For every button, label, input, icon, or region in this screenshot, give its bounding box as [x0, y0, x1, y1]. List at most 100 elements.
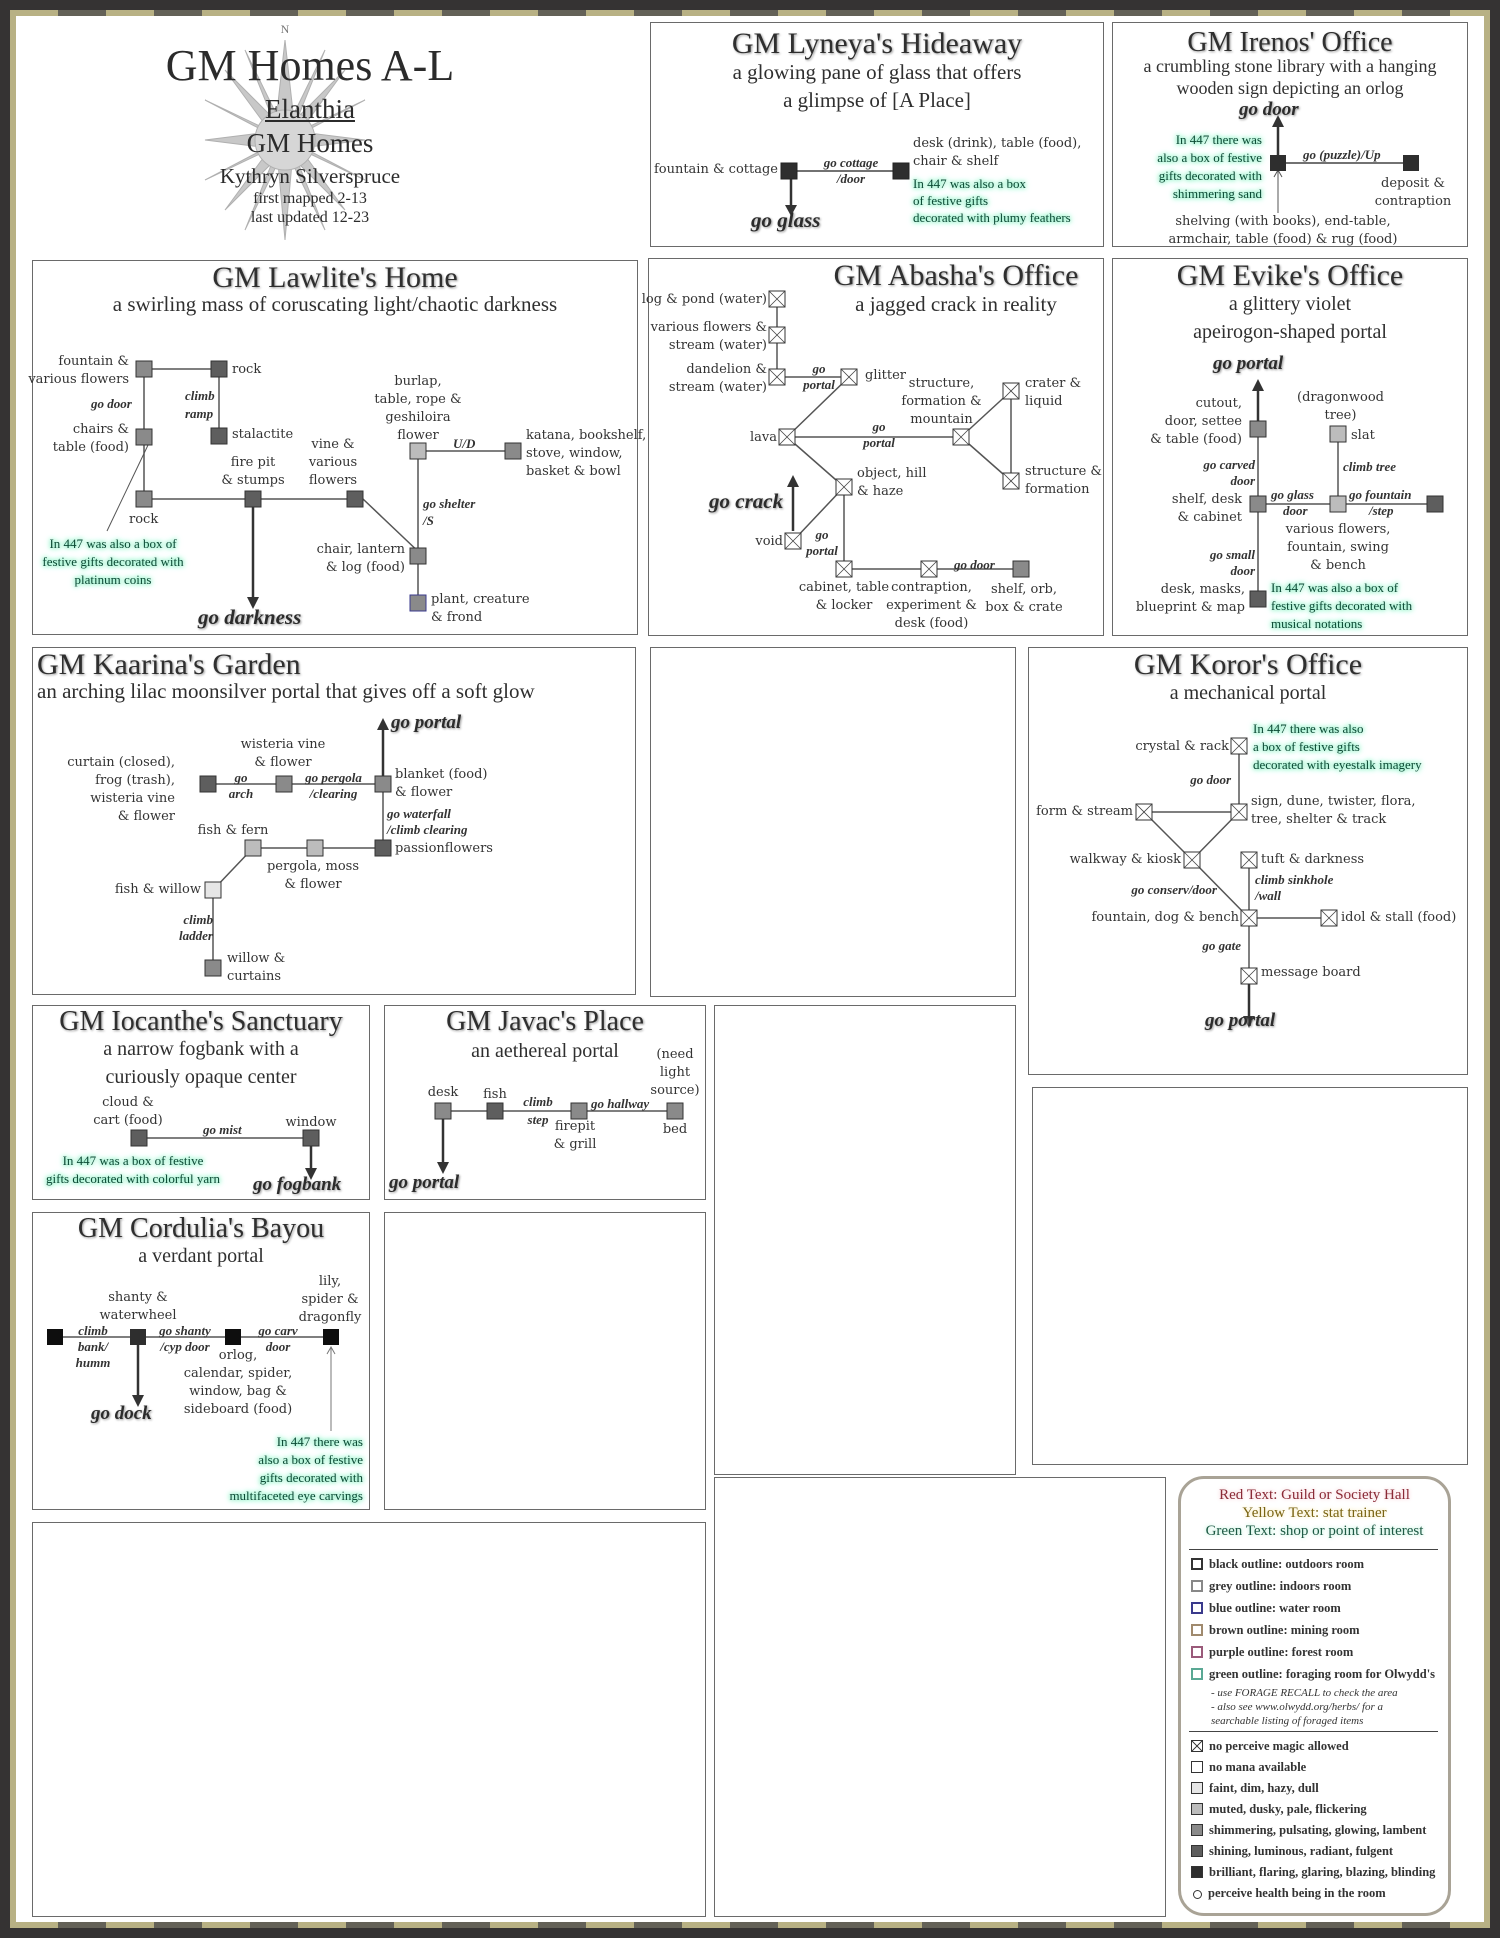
room-map	[130, 1129, 320, 1180]
room-label: vine &	[311, 437, 355, 452]
panel-empty	[650, 647, 1016, 997]
big-exit-label: go fogbank	[253, 1174, 342, 1195]
fill-swatch-icon	[1191, 1866, 1203, 1878]
room-node	[204, 881, 222, 899]
event-note: of festive gifts	[913, 193, 989, 208]
exit-label: go hallway	[591, 1096, 650, 1111]
cross-mark	[1320, 909, 1338, 927]
panel-koror-office: GM Koror's Office a mechanical portal cr…	[1028, 647, 1468, 1075]
room-label: stream (water)	[668, 380, 767, 395]
panel-abasha-office: GM Abasha's Office a jagged crack in rea…	[642, 258, 1104, 636]
exit-label: go door	[1190, 772, 1231, 787]
exit-label: ladder	[179, 928, 213, 943]
room-label: dandelion &	[686, 362, 767, 377]
big-exit-label: go portal	[389, 1172, 460, 1193]
room-label: fish & willow	[114, 882, 201, 897]
room-label: crater &	[1025, 376, 1082, 391]
portal-description: curiously opaque center	[105, 1066, 297, 1088]
room-node	[570, 1102, 588, 1120]
room-label: window, bag &	[189, 1384, 287, 1399]
exit-label: door	[265, 1339, 291, 1354]
room-label: deposit &	[1381, 176, 1445, 191]
room-label: frog (trash),	[95, 773, 175, 788]
room-label: desk, masks,	[1160, 582, 1245, 597]
legend-divider	[1189, 1731, 1438, 1732]
exit-label: climb	[185, 388, 215, 403]
room-label: table (food)	[52, 440, 129, 455]
room-label: fish & fern	[197, 823, 269, 838]
cross-mark	[835, 478, 853, 496]
exit-label: ramp	[185, 406, 214, 421]
room-label: various flowers &	[650, 320, 767, 335]
cross-mark	[1240, 851, 1258, 869]
room-map	[1249, 379, 1444, 608]
cross-mark	[1183, 851, 1201, 869]
room-map	[106, 360, 522, 612]
arrow-down-icon	[785, 205, 797, 216]
legend-label: shimmering, pulsating, glowing, lambent	[1209, 1823, 1427, 1837]
room-label: fire pit	[230, 455, 276, 470]
room-label: window	[285, 1115, 337, 1130]
event-note: gifts decorated with	[259, 1470, 363, 1485]
room-label: message board	[1261, 965, 1361, 980]
event-note: decorated with plumy feathers	[913, 210, 1071, 225]
portal-description: a jagged crack in reality	[855, 292, 1057, 316]
event-note: festive gifts decorated with	[42, 554, 184, 569]
room-label: idol & stall (food)	[1341, 910, 1457, 925]
exit-label: /step	[1369, 503, 1394, 518]
room-label: burlap,	[394, 374, 442, 389]
room-label: & flower	[254, 755, 312, 770]
room-node	[409, 594, 427, 612]
room-label: waterwheel	[99, 1308, 177, 1323]
room-label: liquid	[1025, 394, 1063, 409]
legend-outline-item: blue outline: water room	[1191, 1601, 1341, 1616]
map-author: Kythryn Silverspruce	[219, 164, 401, 188]
room-node	[409, 442, 427, 460]
cross-mark	[835, 560, 853, 578]
room-label: fish	[483, 1087, 507, 1102]
exit-label: go	[872, 419, 886, 434]
room-node	[1270, 155, 1286, 171]
compass-north-label: N	[280, 22, 290, 36]
portal-description: a narrow fogbank with a	[103, 1038, 299, 1060]
room-label: cloud &	[102, 1095, 154, 1110]
outline-swatch-icon	[1191, 1646, 1203, 1658]
room-label: & flower	[395, 785, 453, 800]
room-label: fountain &	[58, 354, 129, 369]
room-map	[1270, 115, 1419, 213]
event-note: platinum coins	[74, 572, 152, 587]
panel-kaarina-garden: GM Kaarina's Garden an arching lilac moo…	[32, 647, 636, 995]
exit-label: go small	[1209, 547, 1255, 562]
arrow-down-icon	[247, 597, 259, 609]
exit-label: portal	[806, 543, 838, 558]
exit-label: /wall	[1255, 888, 1282, 903]
room-label: fountain, dog & bench	[1091, 910, 1239, 925]
room-label: cutout,	[1195, 396, 1242, 411]
room-label: log & pond (water)	[641, 292, 767, 307]
room-label: basket & bowl	[526, 464, 621, 479]
room-label: curtain (closed),	[67, 755, 175, 770]
room-label: chairs &	[72, 422, 129, 437]
legend-yellow-text: Yellow Text: stat trainer	[1242, 1505, 1387, 1521]
room-node	[47, 1329, 63, 1345]
panel-javac-place: GM Javac's Place an aethereal portal des…	[384, 1005, 706, 1200]
outline-swatch-icon	[1191, 1580, 1203, 1592]
event-note: decorated with eyestalk imagery	[1253, 757, 1422, 772]
room-label: table, rope &	[374, 392, 462, 407]
room-label: formation	[1025, 482, 1090, 497]
room-node	[1426, 495, 1444, 513]
exit-label: go mist	[203, 1122, 242, 1137]
room-node	[486, 1102, 504, 1120]
room-node	[306, 839, 324, 857]
room-label: & bench	[1310, 558, 1366, 573]
room-map	[199, 718, 392, 977]
panel-title: GM Abasha's Office	[833, 259, 1079, 292]
portal-description: an aethereal portal	[471, 1040, 619, 1062]
exit-label: go pergola	[305, 770, 362, 785]
room-label: desk (food)	[894, 616, 969, 631]
region-name: Elanthia	[265, 94, 355, 124]
arrow-down-icon	[132, 1395, 144, 1407]
portal-description: an arching lilac moonsilver portal that …	[37, 679, 535, 703]
exit-label: go shelter	[423, 496, 476, 511]
exit-label: go carved	[1203, 457, 1255, 472]
